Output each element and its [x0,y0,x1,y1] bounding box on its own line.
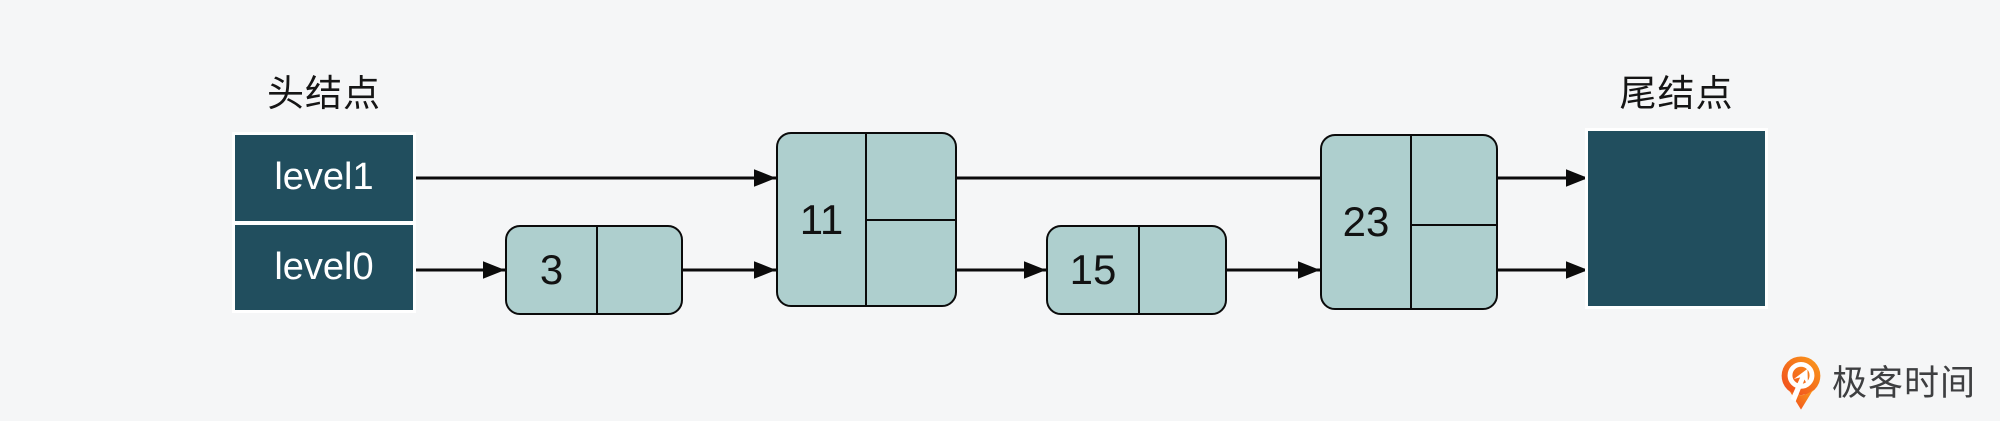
node-15-pointer-cell [1140,227,1225,313]
node-23-pointer-column [1412,136,1496,308]
list-node-3: 3 [505,225,683,315]
node-11-value: 11 [778,134,867,305]
head-level1-label: level1 [274,156,374,199]
node-23-level0-pointer-cell [1412,226,1496,308]
node-11-level1-pointer-cell [867,134,955,221]
head-node: level1 level0 [232,132,416,313]
node-3-value: 3 [507,227,598,313]
list-node-23: 23 [1320,134,1498,310]
list-node-11: 11 [776,132,957,307]
tail-node-label: 尾结点 [1619,73,1734,114]
head-level0-label: level0 [274,245,374,288]
brand-logo-text: 极客时间 [1832,364,1977,403]
node-11-level0-pointer-cell [867,221,955,305]
node-11-pointer-column [867,134,955,305]
brand-logo: 极客时间 [1779,355,1976,412]
node-3-pointer-cell [598,227,681,313]
list-node-15: 15 [1046,225,1227,315]
head-row-level0: level0 [235,224,413,310]
tail-node [1585,128,1768,309]
head-node-label: 头结点 [267,73,381,114]
node-23-value: 23 [1322,136,1412,308]
head-row-level1: level1 [235,135,413,221]
geektime-logo-icon [1781,356,1821,410]
node-23-level1-pointer-cell [1412,136,1496,226]
node-15-value: 15 [1048,227,1140,313]
